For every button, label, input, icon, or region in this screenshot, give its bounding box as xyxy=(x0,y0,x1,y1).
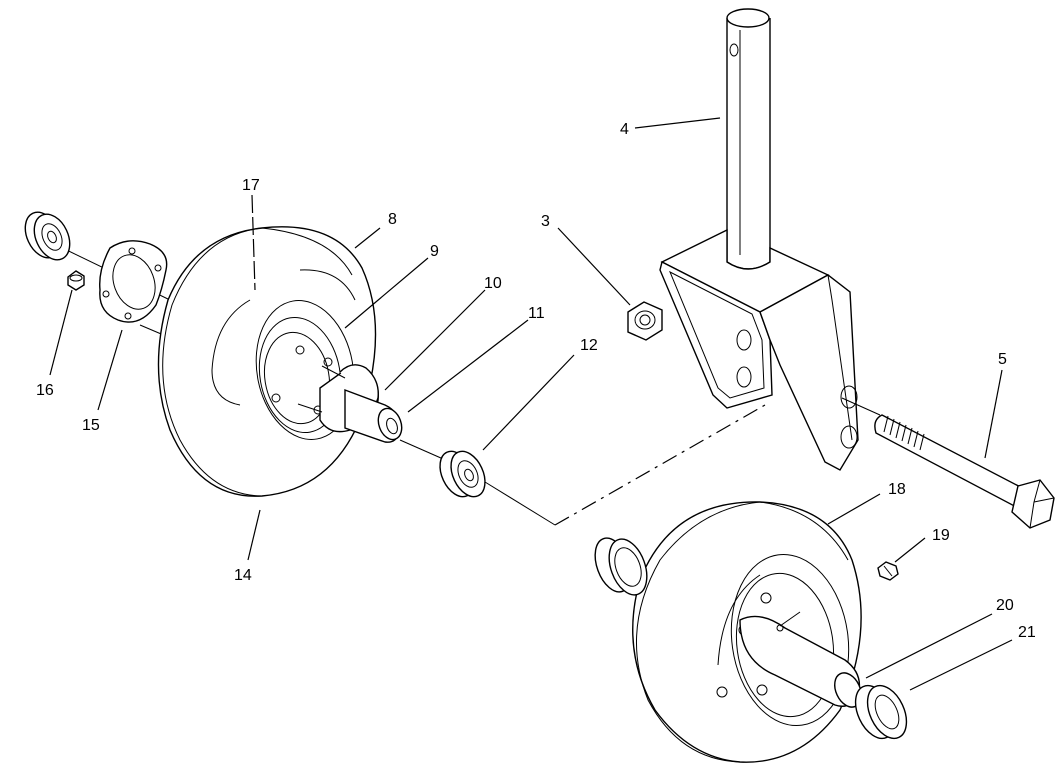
callout-3: 3 xyxy=(541,213,550,230)
callout-18: 18 xyxy=(888,481,906,498)
hub-flange-plate xyxy=(99,240,168,323)
callout-14: 14 xyxy=(234,567,252,584)
leader-lines xyxy=(49,117,1013,691)
callout-5: 5 xyxy=(998,351,1007,368)
caster-fork xyxy=(659,8,859,471)
bearing-right-outer xyxy=(594,537,648,596)
grease-fitting-19 xyxy=(877,561,899,581)
grease-fitting xyxy=(67,270,85,291)
bearing-left xyxy=(24,211,71,261)
callout-4: 4 xyxy=(620,121,629,138)
callout-15: 15 xyxy=(82,417,100,434)
callout-11: 11 xyxy=(528,305,545,322)
wheel-right xyxy=(632,501,862,763)
callout-10: 10 xyxy=(484,275,502,292)
axle-bolt xyxy=(874,414,1055,529)
callout-21: 21 xyxy=(1018,624,1036,641)
callout-19: 19 xyxy=(932,527,950,544)
callout-16: 16 xyxy=(36,382,54,399)
bearing-21 xyxy=(854,684,908,740)
callout-9: 9 xyxy=(430,243,439,260)
callout-17: 17 xyxy=(242,177,260,194)
callout-labels: 4 3 5 8 9 10 11 12 14 15 16 17 18 19 20 … xyxy=(36,121,1036,641)
callout-20: 20 xyxy=(996,597,1014,614)
callout-12: 12 xyxy=(580,337,598,354)
lock-nut xyxy=(627,301,663,341)
callout-8: 8 xyxy=(388,211,397,228)
wheel-left xyxy=(157,226,377,497)
wheel-hub xyxy=(297,364,403,443)
bearing-12 xyxy=(439,450,486,498)
